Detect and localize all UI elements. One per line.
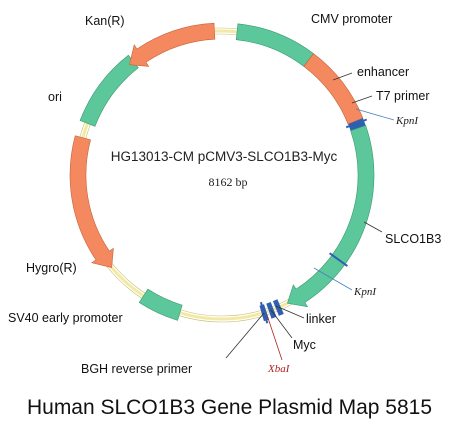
label-enhancer: enhancer bbox=[357, 65, 409, 79]
feature-linker bbox=[272, 299, 284, 316]
site-leader-lines bbox=[313, 108, 395, 291]
leader-t7-primer bbox=[351, 95, 373, 104]
leader-slco1b3 bbox=[363, 221, 383, 233]
label-slco1b3: SLCO1B3 bbox=[385, 232, 441, 246]
label-kpni-2: KpnI bbox=[353, 286, 377, 298]
label-myc: Myc bbox=[293, 338, 316, 352]
plasmid-map: HG13013-CM pCMV3-SLCO1B3-Myc 8162 bp Kan… bbox=[8, 12, 441, 376]
feature-cmv-promoter bbox=[235, 23, 314, 67]
leader-kpni-2 bbox=[313, 267, 353, 291]
feature-hygro bbox=[69, 135, 114, 268]
site-tick-xbai bbox=[259, 301, 269, 324]
plasmid-size: 8162 bp bbox=[209, 175, 248, 189]
label-kpni-1: KpnI bbox=[395, 115, 419, 127]
leader-bgh-reverse-primer bbox=[225, 312, 265, 359]
label-ori: ori bbox=[48, 90, 62, 104]
label-kan: Kan(R) bbox=[85, 14, 125, 28]
label-cmv-promoter: CMV promoter bbox=[311, 12, 392, 26]
leader-enhancer bbox=[332, 72, 353, 81]
site-tick-kpni-1 bbox=[345, 118, 368, 129]
leader-xbai bbox=[266, 314, 283, 361]
label-hygro: Hygro(R) bbox=[26, 261, 77, 275]
feature-arcs bbox=[69, 22, 375, 322]
leader-myc bbox=[270, 309, 293, 339]
restriction-site-ticks bbox=[259, 118, 368, 324]
feature-sv40-early-promoter bbox=[138, 288, 183, 321]
feature-slco1b3 bbox=[287, 125, 375, 308]
leader-linker bbox=[275, 305, 305, 319]
site-tick-kpni-2 bbox=[329, 252, 348, 267]
feature-ori bbox=[79, 54, 139, 127]
leader-kpni-1 bbox=[355, 108, 395, 121]
label-xbai: XbaI bbox=[267, 363, 291, 375]
leader-lines bbox=[225, 72, 383, 359]
label-sv40-early-promoter: SV40 early promoter bbox=[8, 311, 123, 325]
label-linker: linker bbox=[306, 312, 336, 326]
figure-caption: Human SLCO1B3 Gene Plasmid Map 5815 bbox=[26, 396, 433, 419]
feature-kan bbox=[129, 22, 216, 67]
label-bgh-reverse-primer: BGH reverse primer bbox=[81, 362, 192, 376]
feature-enhancer bbox=[303, 53, 364, 125]
label-t7-primer: T7 primer bbox=[376, 89, 429, 103]
plasmid-name: HG13013-CM pCMV3-SLCO1B3-Myc bbox=[111, 149, 338, 164]
